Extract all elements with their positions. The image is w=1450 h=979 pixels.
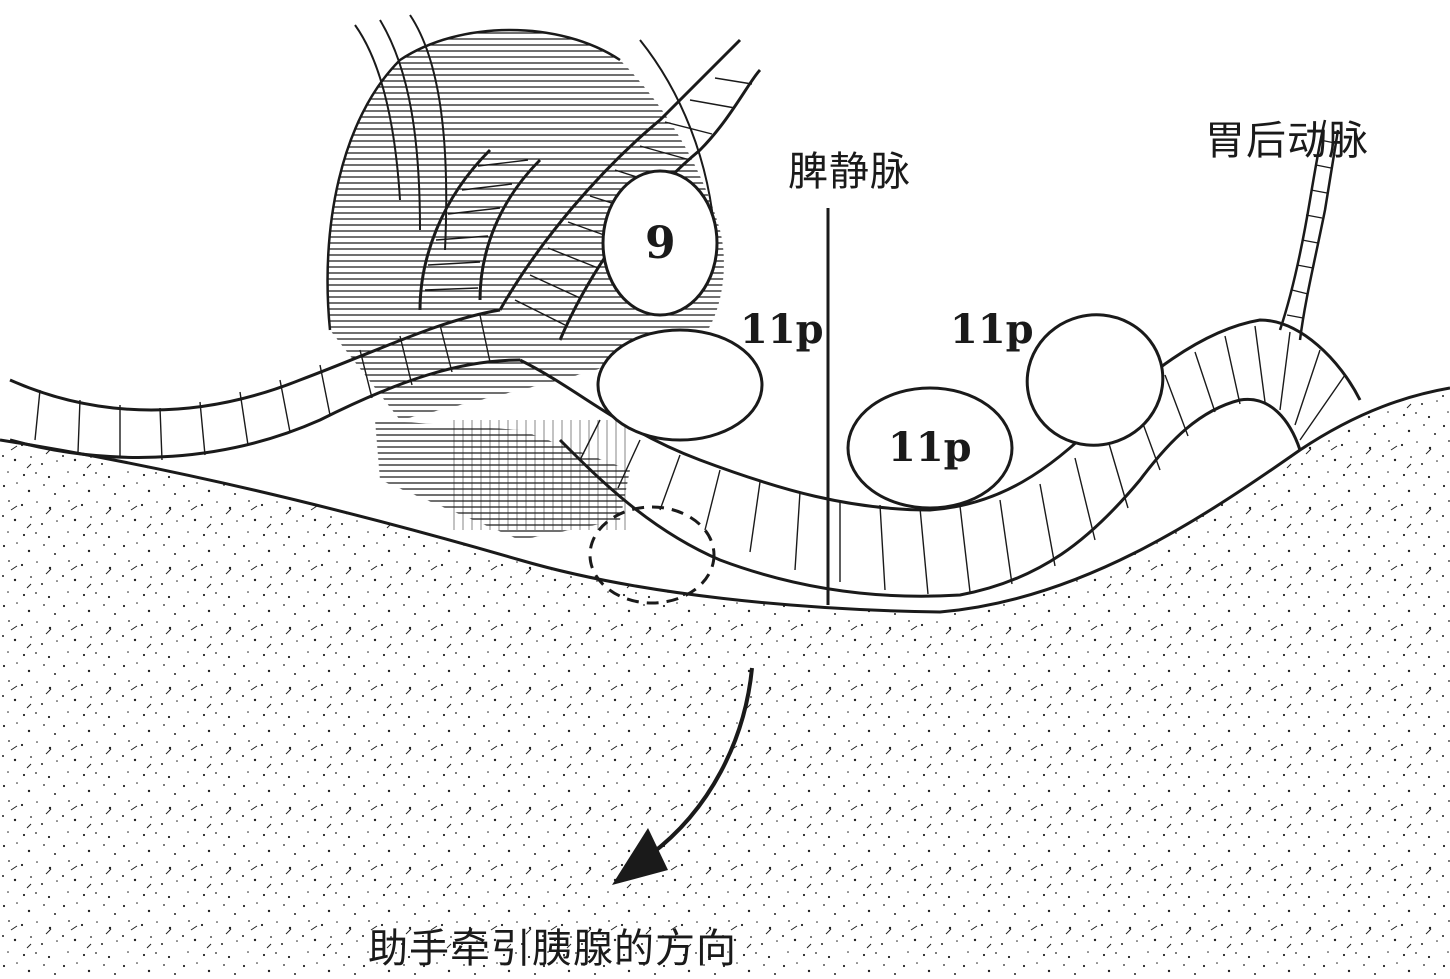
- traction-direction-label: 助手牵引胰腺的方向: [368, 926, 737, 972]
- lymph-node-hidden: [588, 505, 716, 605]
- node-11p-right-label: 11p: [950, 306, 1034, 353]
- splenic-vein-label: 脾静脉: [788, 149, 911, 195]
- lymph-node-11p-right: [1025, 313, 1165, 447]
- stomach-tissue: [326, 14, 724, 540]
- node-11p-middle-label: 11p: [888, 424, 972, 471]
- lymph-node-11p-left: [596, 328, 764, 442]
- lymph-node-9: [601, 169, 719, 317]
- lymph-nodes: [588, 169, 1165, 605]
- traction-arrow: [612, 667, 754, 885]
- splenic-artery: [9, 38, 1362, 598]
- lymph-node-11p-middle: [846, 386, 1014, 510]
- posterior-gastric-artery-label: 胃后动脉: [1205, 118, 1369, 164]
- node-9-label: 9: [645, 218, 676, 269]
- pancreas: [0, 386, 1450, 979]
- node-11p-left-label: 11p: [740, 306, 824, 353]
